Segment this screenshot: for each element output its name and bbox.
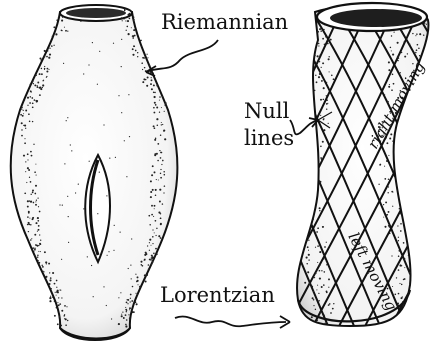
null-label-line2: lines: [244, 126, 294, 150]
lorentzian-label: Lorentzian: [160, 283, 275, 307]
riemannian-surface: [11, 5, 178, 340]
riemannian-arrow: [146, 40, 218, 72]
null-line-left-moving: [434, 0, 443, 340]
null-lines-arrow: [290, 120, 318, 134]
null-line-right-moving: [436, 0, 443, 340]
lorentzian-arrow: [175, 316, 286, 326]
null-label-line1: Null: [244, 99, 290, 123]
riemannian-label: Riemannian: [161, 10, 288, 34]
